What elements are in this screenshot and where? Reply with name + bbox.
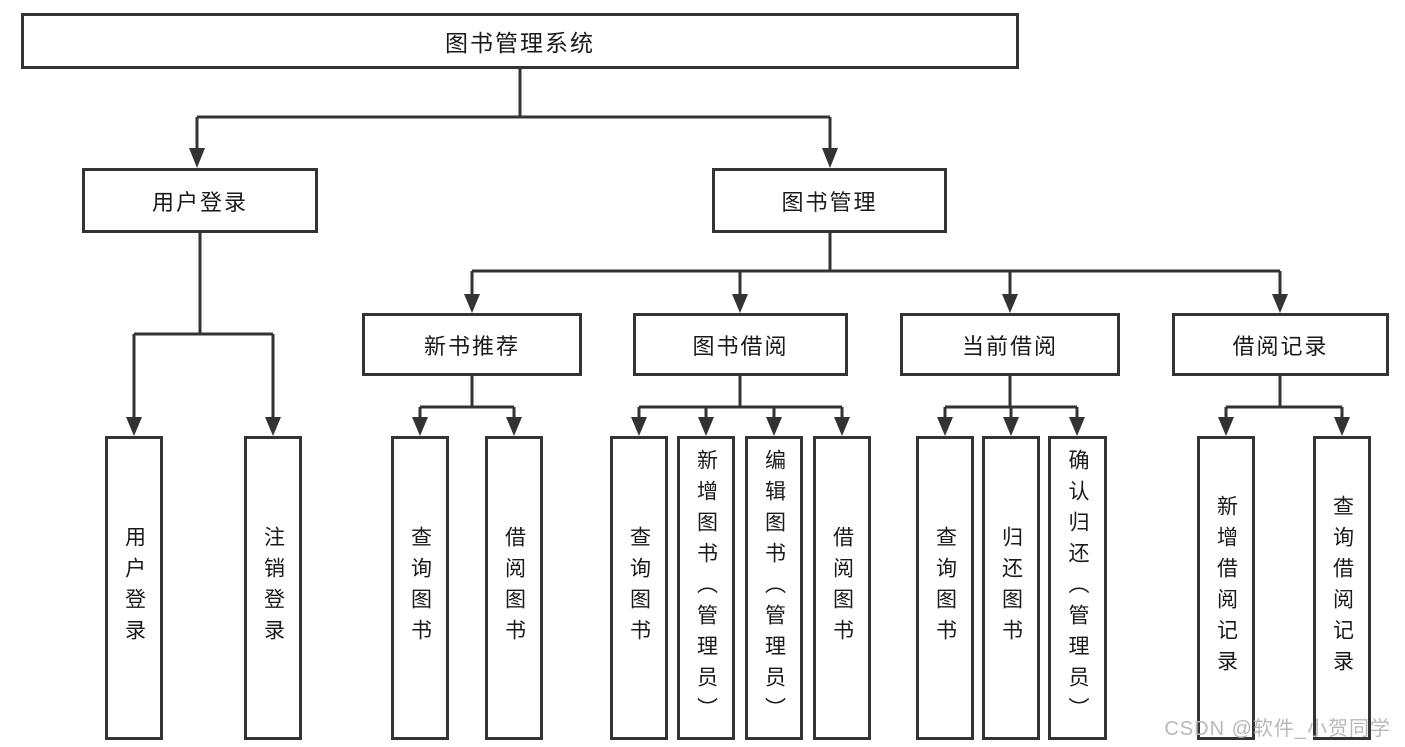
leaf-query-books-current-label: 查询图书 [933, 526, 957, 650]
node-user-login: 用户登录 [82, 168, 318, 233]
node-borrowing-records: 借阅记录 [1172, 313, 1389, 376]
leaf-query-borrow-record-label: 查询借阅记录 [1330, 495, 1354, 681]
leaf-borrow-books-recommend: 借阅图书 [485, 436, 543, 740]
node-root: 图书管理系统 [21, 13, 1019, 69]
leaf-query-books-recommend: 查询图书 [391, 436, 449, 740]
leaf-add-books-admin: 新增图书（管理员） [677, 436, 735, 740]
node-book-borrowing: 图书借阅 [633, 313, 848, 376]
leaf-user-login: 用户登录 [105, 436, 163, 740]
leaf-edit-books-admin-label: 编辑图书（管理员） [762, 448, 786, 728]
leaf-query-borrow-record: 查询借阅记录 [1313, 436, 1371, 740]
leaf-query-books-borrowing: 查询图书 [610, 436, 668, 740]
node-current-borrowing: 当前借阅 [900, 313, 1120, 376]
leaf-logout-label: 注销登录 [261, 526, 285, 650]
leaf-query-books-current: 查询图书 [916, 436, 974, 740]
csdn-watermark: CSDN @软件_小贺同学 [1164, 718, 1391, 740]
leaf-confirm-return-admin-label: 确认归还（管理员） [1066, 448, 1089, 728]
leaf-return-books-label: 归还图书 [999, 526, 1023, 650]
node-user-login-label: 用户登录 [151, 189, 248, 215]
node-book-management-label: 图书管理 [781, 189, 878, 215]
node-book-management: 图书管理 [712, 168, 947, 233]
leaf-add-borrow-record: 新增借阅记录 [1197, 436, 1255, 740]
node-borrowing-records-label: 借阅记录 [1232, 333, 1329, 359]
leaf-borrow-books-recommend-label: 借阅图书 [502, 526, 526, 650]
node-new-book-recommend-label: 新书推荐 [423, 333, 520, 359]
node-new-book-recommend: 新书推荐 [362, 313, 582, 376]
leaf-borrow-books: 借阅图书 [813, 436, 871, 740]
node-root-label: 图书管理系统 [445, 30, 595, 56]
leaf-logout: 注销登录 [244, 436, 302, 740]
leaf-user-login-label: 用户登录 [122, 526, 146, 650]
node-book-borrowing-label: 图书借阅 [692, 333, 789, 359]
leaf-query-books-borrowing-label: 查询图书 [627, 526, 651, 650]
leaf-query-books-recommend-label: 查询图书 [408, 526, 432, 650]
leaf-add-borrow-record-label: 新增借阅记录 [1214, 495, 1238, 681]
node-current-borrowing-label: 当前借阅 [961, 333, 1058, 359]
leaf-edit-books-admin: 编辑图书（管理员） [745, 436, 803, 740]
leaf-borrow-books-label: 借阅图书 [830, 526, 854, 650]
leaf-add-books-admin-label: 新增图书（管理员） [694, 448, 718, 728]
leaf-confirm-return-admin: 确认归还（管理员） [1048, 436, 1107, 740]
leaf-return-books: 归还图书 [982, 436, 1040, 740]
